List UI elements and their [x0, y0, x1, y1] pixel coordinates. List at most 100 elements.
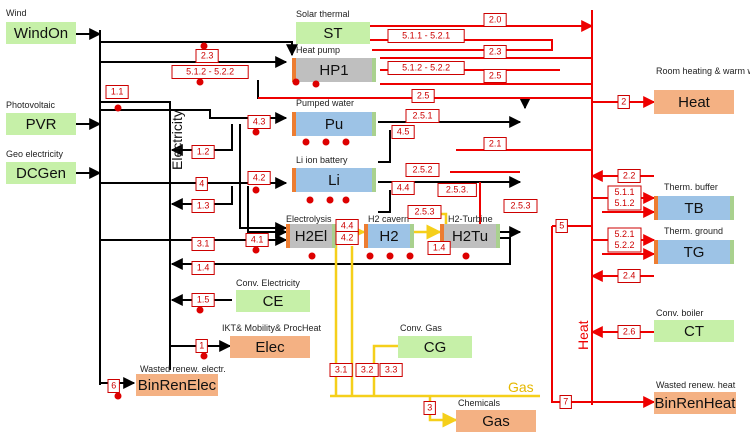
flow-code-text: 5.1.1	[614, 187, 634, 197]
heat-bus-label: Heat	[575, 320, 591, 350]
flow-code-text: 5.2.2	[614, 240, 634, 250]
flow-li-down	[378, 190, 391, 213]
node-box-h2	[364, 224, 414, 248]
flow-code-badge: 2.6	[617, 325, 641, 339]
node-output-stripe	[410, 224, 414, 248]
flow-code-badge: 6	[107, 379, 120, 393]
sensor-dot	[292, 78, 300, 86]
flow-code-badge: 2.1	[483, 137, 507, 151]
flow-code-box	[387, 29, 465, 43]
node-label-li: Li	[328, 172, 340, 189]
node-input-stripe	[654, 240, 658, 264]
node-input-stripe	[292, 112, 296, 136]
flow-code-text: 4.1	[251, 235, 264, 245]
flow-code-text: 2.5.3	[510, 201, 530, 211]
node-label-binrenheat: BinRenHeat	[655, 395, 737, 412]
node-box-pvr	[6, 113, 76, 135]
flow-code-badge: 3.1	[329, 363, 353, 377]
node-output-stripe	[730, 196, 734, 220]
sensor-dot	[196, 78, 204, 86]
flow-code-badge: 5.2.15.2.2	[607, 227, 642, 253]
node-box-pu	[292, 112, 376, 136]
flow-code-text: 5	[559, 221, 564, 231]
flow-code-box	[607, 185, 642, 211]
node-label-binrenelec: BinRenElec	[138, 377, 217, 394]
flow-code-text: 2.6	[623, 327, 636, 337]
sensor-dot	[342, 196, 350, 204]
node-label-heat: Heat	[678, 94, 711, 111]
flow-code-badge: 4.4	[391, 181, 415, 195]
node-box-gas	[456, 410, 536, 432]
flow-code-badge: 1.3	[191, 199, 215, 213]
flow-code-box	[427, 241, 451, 255]
flow-code-box	[483, 137, 507, 151]
flow-code-badge: 5.1.15.1.2	[607, 185, 642, 211]
flow-code-badge: 4.2	[247, 171, 271, 185]
flow-code-text: 2.0	[489, 15, 502, 25]
flow-code-text: 1	[199, 341, 204, 351]
node-label-cg: CG	[424, 339, 447, 356]
node-caption-st: Solar thermal	[296, 9, 350, 19]
flow-h2tu-return	[170, 237, 511, 270]
sensor-dot	[406, 252, 414, 260]
flow-code-box	[407, 205, 442, 219]
flow-code-box	[195, 49, 219, 63]
node-label-tb: TB	[684, 200, 703, 217]
flow-code-box	[387, 61, 465, 75]
node-label-ce: CE	[263, 293, 284, 310]
flow-cg-gas	[372, 344, 398, 396]
node-caption-ce: Conv. Electricity	[236, 278, 300, 288]
sensor-dot	[386, 252, 394, 260]
node-input-stripe	[364, 224, 368, 248]
node-tb: TB Therm. buffer	[654, 182, 734, 220]
sensor-dot	[196, 306, 204, 314]
flow-code-text: 1.4	[433, 243, 446, 253]
node-caption-elec: IKT& Mobility& ProcHeat	[222, 323, 322, 333]
flow-code-text: 2	[621, 97, 626, 107]
flow-code-box	[379, 363, 403, 377]
node-caption-tb: Therm. buffer	[664, 182, 718, 192]
flow-code-badge: 1.4	[427, 241, 451, 255]
node-windon: WindOn Wind	[6, 8, 76, 44]
flow-code-text: 2.1	[489, 139, 502, 149]
node-label-windon: WindOn	[14, 25, 68, 42]
node-caption-h2: H2 cavern	[368, 214, 409, 224]
flow-code-badge: 4.4	[335, 219, 359, 233]
flow-li-h2el	[247, 186, 288, 238]
flow-code-box	[335, 231, 359, 245]
node-caption-windon: Wind	[6, 8, 27, 18]
flow-code-box	[617, 269, 641, 283]
flow-code-text: 2.5.3.	[446, 185, 469, 195]
flow-code-badge: 1.1	[105, 85, 129, 99]
flow-code-box	[503, 199, 538, 213]
node-box-ce	[236, 290, 310, 312]
flow-code-badge: 5	[555, 219, 568, 233]
flow-code-box	[191, 199, 215, 213]
node-caption-tg: Therm. ground	[664, 226, 723, 236]
flow-code-text: 4.4	[341, 221, 354, 231]
flow-code-text: 3.1	[197, 239, 210, 249]
node-label-hp1: HP1	[319, 62, 348, 79]
flow-code-badge: 2.4	[617, 269, 641, 283]
flow-code-text: 5.1.2 - 5.2.2	[402, 63, 450, 73]
node-output-stripe	[730, 240, 734, 264]
node-box-tb	[654, 196, 734, 220]
sensor-dot	[302, 138, 310, 146]
flow-code-badge: 5.1.1 - 5.2.1	[387, 29, 465, 43]
flow-code-badge: 2.5	[483, 69, 507, 83]
node-binrenheat: BinRenHeat Wasted renew. heat	[654, 380, 736, 414]
flow-code-text: 7	[563, 397, 568, 407]
node-caption-binrenheat: Wasted renew. heat	[656, 380, 736, 390]
flow-code-badge: 4.2	[335, 231, 359, 245]
node-box-heat	[654, 90, 734, 114]
sensor-dot	[200, 352, 208, 360]
flow-code-text: 2.5.2	[412, 165, 432, 175]
flow-code-text: 2.5	[417, 91, 430, 101]
node-output-stripe	[496, 224, 500, 248]
flow-code-box	[405, 163, 440, 177]
node-output-stripe	[372, 168, 376, 192]
